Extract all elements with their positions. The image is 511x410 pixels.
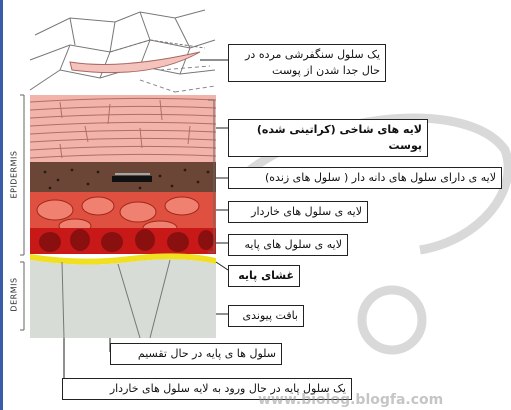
label-dividing-basal-cells: سلول ها ی پایه در حال تقسیم (110, 343, 282, 365)
label-horny-layer: لایه های شاخی (کراتینی شده) پوست (228, 119, 428, 157)
left-border (0, 0, 3, 410)
granular-layer-shape (30, 162, 216, 194)
watermark-text: www.biolog.blogfa.com (258, 392, 443, 408)
label-basement-membrane: غشای پایه (228, 265, 300, 287)
label-dead-cell: یک سلول سنگفرشی مرده در حال جدا شدن از پ… (228, 44, 386, 82)
horny-layer-shape (30, 95, 216, 165)
label-connective-tissue: بافت پیوندی (228, 305, 304, 327)
dermis-side-label: DERMIS (10, 275, 19, 315)
epidermis-side-label: EPIDERMIS (10, 149, 19, 201)
label-basal-layer: لایه ی سلول های پایه (228, 234, 348, 256)
label-spinous-layer: لایه ی سلول های خاردار (228, 201, 368, 223)
dermis-shape (30, 259, 216, 338)
sloughing-cells (30, 10, 215, 90)
label-granular-layer: لایه ی دارای سلول های دانه دار ( سلول ها… (228, 167, 502, 189)
dead-squamous-cell (70, 52, 200, 73)
basal-layer-shape (30, 228, 216, 254)
